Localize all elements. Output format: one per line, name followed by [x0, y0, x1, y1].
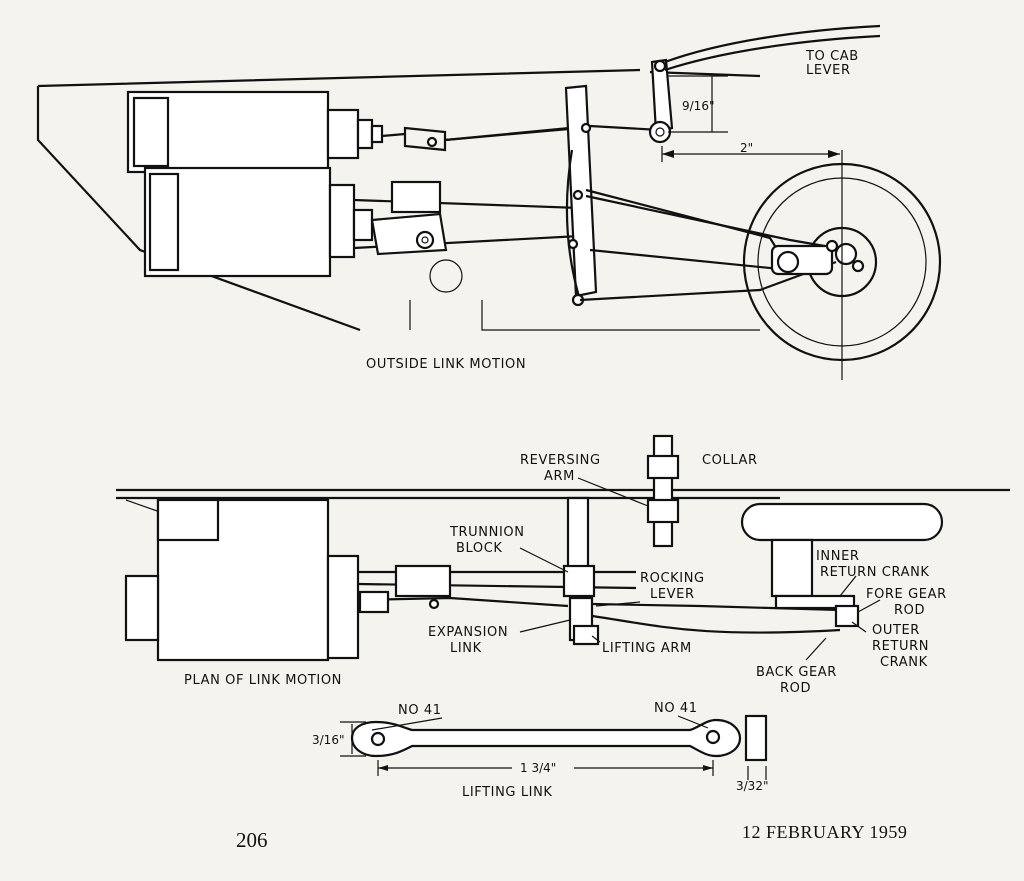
upper-cylinder [126, 90, 384, 174]
plan-wheel [740, 502, 944, 628]
label-three-thirtyseconds: 3/32" [736, 779, 768, 793]
plan-frame-line [116, 488, 1010, 500]
plan-of-link-motion: REVERSING ARM COLLAR TRUNNION BLOCK ROCK… [116, 434, 1010, 696]
expansion-link-slot [565, 149, 582, 301]
label-fore-gear-rod: ROD [894, 603, 925, 618]
reversing-shaft-hole [655, 127, 665, 137]
label-to-cab: TO CAB [805, 49, 859, 64]
valve-rod-pin [426, 136, 438, 148]
axle-circle [429, 259, 463, 293]
valve-rod-upper [381, 126, 581, 152]
plan-cylinder-end [124, 574, 160, 642]
link-pin-top [580, 122, 592, 134]
label-collar: COLLAR [702, 453, 758, 468]
frame-outline [36, 68, 761, 332]
dim-nine-sixteenths-line [668, 75, 728, 133]
label-expansion: EXPANSION [428, 625, 508, 640]
lifting-link-hole-right [705, 729, 721, 745]
frame-lower-edge [409, 300, 760, 331]
caption-outside-link-motion: OUTSIDE LINK MOTION [366, 357, 526, 372]
label-return-crank: RETURN CRANK [820, 565, 930, 580]
issue-date: 12 FEBRUARY 1959 [742, 822, 908, 842]
label-block: BLOCK [456, 541, 503, 556]
reversing-arm-top-pin [653, 59, 667, 73]
caption-plan-of-link-motion: PLAN OF LINK MOTION [184, 673, 342, 688]
label-lever: LEVER [806, 63, 851, 78]
plan-valve-rod [357, 596, 569, 608]
plan-trunnion-block [562, 564, 596, 598]
trunnion-block-side [390, 180, 442, 214]
plan-steam-chest [156, 498, 220, 542]
label-fore-gear: FORE GEAR [866, 587, 947, 602]
label-outer-return: RETURN [872, 639, 929, 654]
driving-wheel [742, 162, 942, 362]
lifting-link-body [350, 718, 742, 758]
label-arm: ARM [544, 469, 575, 484]
lower-cylinder [143, 166, 374, 278]
label-inner: INNER [816, 549, 860, 564]
leader-lines [519, 477, 881, 661]
cab-rod [664, 24, 881, 72]
label-rocking-lever: LEVER [650, 587, 695, 602]
outside-link-motion-elevation: TO CAB LEVER 9/16" 2" OUTSIDE LINK MOTIO… [36, 24, 942, 380]
lifting-link-detail: NO 41 NO 41 3/16" 1 3/4" 3/32" LIFTING L… [312, 701, 768, 800]
label-three-sixteenths: 3/16" [312, 733, 344, 747]
lifting-link-hole-left [370, 731, 386, 747]
crosshead [370, 212, 448, 256]
label-link: LINK [450, 641, 482, 656]
label-outer-crank: CRANK [880, 655, 928, 670]
plan-weighshaft [566, 496, 590, 570]
link-pin-mid [572, 189, 584, 201]
label-outer: OUTER [872, 623, 920, 638]
label-one-three-quarters: 1 3/4" [520, 761, 556, 775]
plan-cylinder-cover [326, 554, 360, 660]
label-reversing: REVERSING [520, 453, 601, 468]
plan-gland [358, 590, 390, 614]
reversing-shaft [648, 120, 672, 144]
label-two-inch: 2" [740, 141, 753, 155]
label-no41-left: NO 41 [398, 703, 442, 718]
label-rocking: ROCKING [640, 571, 705, 586]
plan-valve-pin [428, 598, 440, 610]
crosshead-pin-hole [421, 236, 429, 244]
plan-back-gear-rod [591, 614, 841, 634]
label-no41-right: NO 41 [654, 701, 698, 716]
radius-rod [444, 124, 661, 142]
page-number: 206 [236, 828, 268, 852]
caption-lifting-link: LIFTING LINK [462, 785, 553, 800]
label-back-gear: BACK GEAR [756, 665, 837, 680]
label-nine-sixteenths: 9/16" [682, 99, 714, 113]
label-trunnion: TRUNNION [449, 525, 525, 540]
lifting-link-edge-view [744, 714, 768, 762]
label-back-gear-rod: ROD [780, 681, 811, 696]
reversing-shaft-plan [646, 434, 680, 548]
crosshead-pin [415, 230, 435, 250]
plan-trunnion-crosshead [394, 564, 452, 598]
plan-lifting-arm [572, 624, 600, 646]
label-lifting-arm: LIFTING ARM [602, 641, 692, 656]
link-pin-low [567, 238, 579, 250]
